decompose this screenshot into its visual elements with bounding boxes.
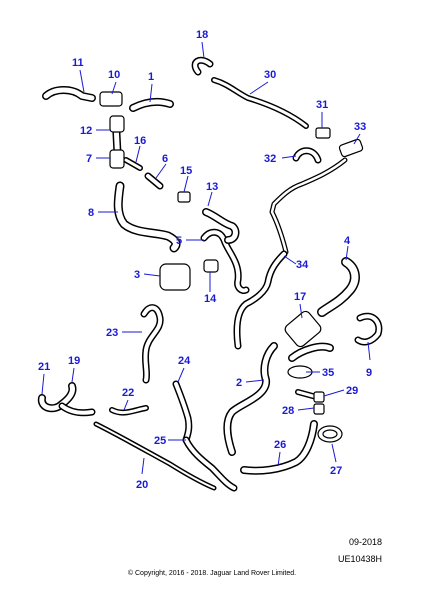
illustration-reference-code: UE10438H <box>337 554 382 564</box>
leader-lines <box>41 41 371 475</box>
fitting-15 <box>177 191 191 203</box>
fitting-7 <box>109 149 125 169</box>
thermostat-3 <box>159 263 191 291</box>
hose-32 <box>292 147 322 164</box>
copyright-notice: © Copyright, 2016 - 2018. Jaguar Land Ro… <box>127 570 297 577</box>
hose-22 <box>109 405 149 416</box>
hose-26 <box>240 420 318 475</box>
fitting-12 <box>109 115 125 133</box>
callout-12: 12 <box>80 125 92 137</box>
hose-24 <box>172 380 193 444</box>
hose-9 <box>354 312 383 346</box>
callout-23: 23 <box>106 327 118 339</box>
fitting-14 <box>203 259 219 273</box>
hose-35 <box>288 342 334 362</box>
callout-27: 27 <box>330 465 342 477</box>
callout-24: 24 <box>178 355 191 367</box>
hose-13 <box>202 208 240 244</box>
callout-10: 10 <box>108 69 120 81</box>
callout-11: 11 <box>72 57 84 69</box>
callout-8: 8 <box>88 207 94 219</box>
callout-5: 5 <box>176 235 182 247</box>
callout-2: 2 <box>236 377 242 389</box>
callout-3: 3 <box>134 269 140 281</box>
hose-19-b <box>58 402 96 417</box>
callout-26: 26 <box>274 439 286 451</box>
callout-35: 35 <box>322 367 334 379</box>
hose-11 <box>42 86 96 102</box>
hose-4 <box>317 257 360 317</box>
callout-6: 6 <box>162 153 168 165</box>
hose-18 <box>191 56 214 76</box>
expansion-pipe-17 <box>284 310 322 348</box>
hose-5 <box>200 228 250 294</box>
callout-21: 21 <box>38 361 50 373</box>
callout-17: 17 <box>294 291 306 303</box>
hose-33-34 <box>269 157 348 255</box>
fitting-31 <box>315 127 331 139</box>
callout-19: 19 <box>68 355 80 367</box>
hose-34 <box>233 250 288 350</box>
hose-21-19 <box>37 382 77 413</box>
hose-16 <box>123 157 143 171</box>
clamp-27-inner <box>322 429 338 439</box>
hose-1 <box>129 97 174 112</box>
callout-14: 14 <box>204 293 217 305</box>
callout-22: 22 <box>122 387 134 399</box>
fitting-10 <box>99 91 123 107</box>
callout-16: 16 <box>134 135 146 147</box>
hoses <box>37 56 383 492</box>
callout-31: 31 <box>316 99 328 111</box>
hose-25 <box>182 436 238 492</box>
callout-29: 29 <box>346 385 358 397</box>
callout-33: 33 <box>354 121 366 133</box>
callout-15: 15 <box>180 165 192 177</box>
callout-30: 30 <box>264 69 276 81</box>
hose-2 <box>223 342 278 456</box>
hose-23 <box>140 304 164 384</box>
callout-28: 28 <box>282 405 294 417</box>
callout-18: 18 <box>196 29 208 41</box>
clip-29 <box>313 391 325 403</box>
callout-20: 20 <box>136 479 148 491</box>
callout-labels: 1 2 3 4 5 6 7 8 9 10 11 12 13 14 15 16 1… <box>38 29 372 491</box>
callout-1: 1 <box>148 71 154 83</box>
callout-25: 25 <box>154 435 166 447</box>
callout-9: 9 <box>366 367 372 379</box>
clip-28 <box>313 403 325 415</box>
callout-13: 13 <box>206 181 218 193</box>
hose-8 <box>113 181 181 253</box>
callout-4: 4 <box>344 235 351 247</box>
hose-30 <box>211 77 309 129</box>
callout-32: 32 <box>264 153 276 165</box>
fittings <box>99 91 364 443</box>
pipe-20 <box>93 421 217 491</box>
hose-6 <box>144 172 164 190</box>
fitting-33 <box>338 138 364 158</box>
callout-34: 34 <box>296 259 309 271</box>
callout-7: 7 <box>86 153 92 165</box>
date-code: 09-2018 <box>348 537 382 547</box>
